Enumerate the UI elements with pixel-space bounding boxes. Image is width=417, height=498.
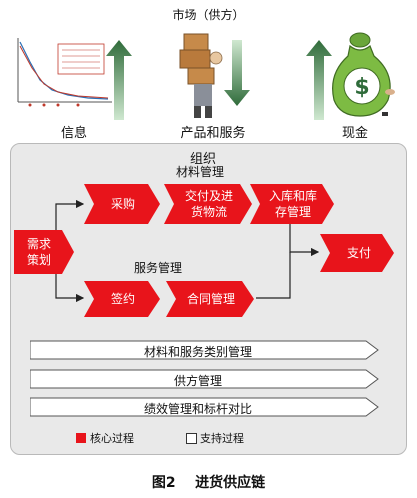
core-process-legend-label: 核心过程: [90, 432, 134, 445]
warehousing-inventory-shape: [250, 184, 334, 224]
warehousing-inventory-label: 入库和库 存管理: [268, 189, 317, 219]
cash-label: 现金: [341, 126, 368, 141]
contract-management-shape: [166, 281, 254, 317]
money-bag-icon: $: [332, 32, 395, 117]
product-service-label: 产品和服务: [180, 126, 246, 141]
category-management-bar: 材料和服务类别管理: [143, 345, 252, 359]
materials-management-label: 材料管理: [176, 165, 225, 179]
info-up-arrow-icon: [106, 40, 132, 120]
service-management-label: 服务管理: [134, 261, 183, 275]
figure-caption: 图2 进货供应链: [151, 475, 266, 491]
payment-label: 支付: [346, 246, 371, 260]
org-title: 组织: [190, 152, 217, 167]
support-bars: [30, 340, 379, 417]
dollar-sign: $: [354, 75, 369, 100]
supplier-management-bar: 供方管理: [173, 374, 222, 388]
performance-benchmark-bar: 绩效管理和标杆对比: [143, 402, 252, 416]
demand-planning-shape: [14, 230, 74, 274]
contract-management-label: 合同管理: [186, 292, 235, 306]
cash-up-arrow-icon: [306, 40, 332, 120]
support-process-swatch: [186, 433, 197, 444]
purchase-shape: [84, 184, 160, 224]
delivery-logistics-shape: [164, 184, 252, 224]
information-chart-icon: [8, 32, 114, 112]
signing-shape: [84, 281, 160, 317]
purchase-label: 采购: [110, 197, 135, 211]
payment-shape: [320, 234, 394, 272]
delivery-person-icon: [179, 33, 223, 118]
signing-label: 签约: [110, 292, 135, 306]
info-label: 信息: [60, 126, 87, 141]
delivery-logistics-label: 交付及进 货物流: [184, 189, 233, 219]
demand-planning-label: 需求 策划: [26, 237, 51, 267]
market-title: 市场（供方）: [172, 8, 245, 22]
core-process-swatch: [76, 433, 86, 443]
support-process-legend-label: 支持过程: [200, 432, 244, 445]
product-down-arrow-icon: [224, 40, 250, 106]
